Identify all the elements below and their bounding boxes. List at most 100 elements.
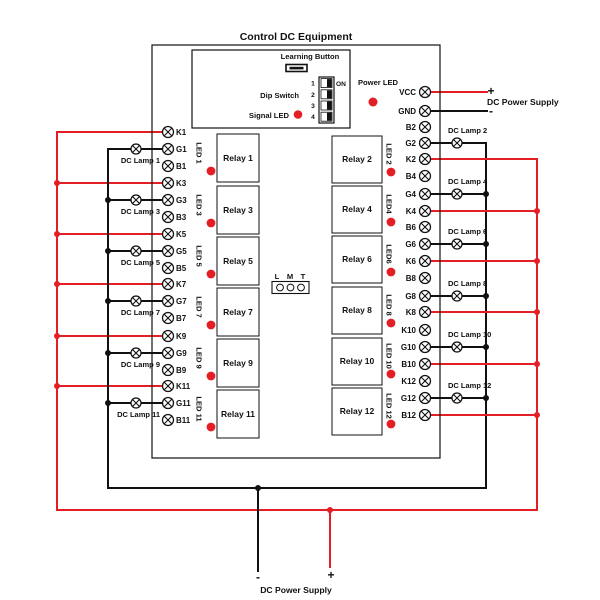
screw-terminal-icon [161, 210, 175, 224]
screw-terminal-icon-cross [164, 366, 172, 374]
terminal-label-b10: B10 [401, 360, 416, 369]
relay-label: Relay 8 [342, 305, 372, 315]
screw-terminal-icon-cross [421, 326, 429, 334]
relay-box [331, 185, 383, 234]
screw-terminal-icon [418, 391, 432, 405]
screw-terminal-icon-cross [164, 264, 172, 272]
learning-button [285, 63, 308, 73]
terminal-label-k3: K3 [176, 179, 187, 188]
terminal-label-g11: G11 [176, 399, 191, 408]
screw-terminal-icon-cross [421, 107, 429, 115]
lamp-icon-cross [132, 145, 140, 153]
led-label: LED6 [385, 244, 394, 263]
screw-terminal-icon [161, 379, 175, 393]
relay-label: Relay 4 [342, 204, 372, 214]
power-led-label: Power LED [358, 78, 399, 87]
dc-lamp-label: DC Lamp 2 [448, 126, 487, 135]
relay-led-indicator [206, 269, 216, 279]
screw-terminal-icon-cross [164, 314, 172, 322]
screw-terminal-icon-cross [421, 223, 429, 231]
mode-label-l: L [275, 272, 280, 281]
dip-switch-toggle [327, 79, 332, 88]
relay-led-indicator [206, 371, 216, 381]
dip-switch-slot [320, 89, 333, 100]
relay-label: Relay 2 [342, 154, 372, 164]
positive-junction [327, 507, 333, 513]
relay-label: Relay 1 [223, 153, 253, 163]
lamp-icon-cross [132, 297, 140, 305]
led-label: LED 10 [385, 343, 394, 369]
screw-terminal-icon [418, 104, 432, 118]
relay-label: Relay 10 [340, 356, 375, 366]
screw-terminal-icon-cross [421, 292, 429, 300]
relay-box [216, 287, 260, 337]
screw-terminal-icon [161, 294, 175, 308]
terminal-label-b4: B4 [406, 172, 417, 181]
dip-switch-position-label: 4 [311, 114, 315, 121]
screw-terminal-icon-cross [164, 196, 172, 204]
dip-switch-slot [320, 111, 333, 122]
dip-switch-position-label: 2 [311, 92, 315, 99]
screw-terminal-icon-cross [164, 145, 172, 153]
lamp-icon [130, 295, 142, 307]
screw-terminal-icon [161, 277, 175, 291]
terminal-label-vcc: VCC [399, 88, 416, 97]
terminal-label-k8: K8 [406, 308, 417, 317]
screw-terminal-icon-cross [164, 179, 172, 187]
lamp-icon [130, 143, 142, 155]
dip-switch-housing [318, 76, 335, 124]
relay-label: Relay 7 [223, 307, 253, 317]
terminal-label-g2: G2 [405, 139, 416, 148]
power-led-indicator [368, 97, 378, 107]
screw-terminal-icon [418, 187, 432, 201]
bottom-supply-negative-sign: - [256, 570, 260, 584]
dc-lamp-label: DC Lamp 6 [448, 227, 487, 236]
terminal-label-b3: B3 [176, 213, 187, 222]
screw-terminal-icon [418, 289, 432, 303]
terminal-label-g1: G1 [176, 145, 187, 154]
terminal-label-k4: K4 [406, 207, 417, 216]
dip-switch-toggle [327, 112, 332, 121]
screw-terminal-icon-cross [164, 162, 172, 170]
bottom-supply-label: DC Power Supply [260, 585, 332, 595]
dc-lamp-label: DC Lamp 11 [117, 410, 160, 419]
terminal-label-g9: G9 [176, 349, 187, 358]
relay-led-indicator [386, 217, 396, 227]
terminal-label-b1: B1 [176, 162, 187, 171]
screw-terminal-icon [418, 357, 432, 371]
screw-terminal-icon-cross [421, 343, 429, 351]
relay-label: Relay 12 [340, 406, 375, 416]
screw-terminal-icon-cross [164, 128, 172, 136]
lamp-icon [130, 245, 142, 257]
screw-terminal-icon-cross [164, 332, 172, 340]
dip-switch-on-label: ON [336, 81, 346, 88]
terminal-label-g6: G6 [405, 240, 416, 249]
dip-switch-label: Dip Switch [260, 91, 299, 100]
lamp-icon [451, 188, 463, 200]
screw-terminal-icon [418, 237, 432, 251]
screw-terminal-icon-cross [421, 377, 429, 385]
relay-led-indicator [386, 318, 396, 328]
terminal-label-b5: B5 [176, 264, 187, 273]
terminal-label-k11: K11 [176, 382, 191, 391]
led-label: LED 12 [385, 393, 394, 419]
dip-switch-slot [320, 78, 333, 88]
right-supply-positive-sign: + [487, 84, 494, 98]
screw-terminal-icon [161, 193, 175, 207]
dip-switch-toggle [327, 101, 332, 110]
lamp-icon-cross [453, 343, 461, 351]
lamp-icon-cross [453, 190, 461, 198]
screw-terminal-icon [161, 311, 175, 325]
led-label: LED 5 [195, 245, 204, 267]
led-label: LED 11 [195, 396, 204, 422]
screw-terminal-icon-cross [421, 411, 429, 419]
screw-terminal-icon [161, 329, 175, 343]
screw-terminal-icon-cross [164, 230, 172, 238]
relay-led-indicator [206, 166, 216, 176]
relay-label: Relay 11 [221, 409, 255, 419]
terminal-label-b9: B9 [176, 366, 187, 375]
mode-label-t: T [301, 272, 306, 281]
dc-lamp-label: DC Lamp 12 [448, 381, 491, 390]
lamp-icon [130, 194, 142, 206]
screw-terminal-icon [161, 413, 175, 427]
